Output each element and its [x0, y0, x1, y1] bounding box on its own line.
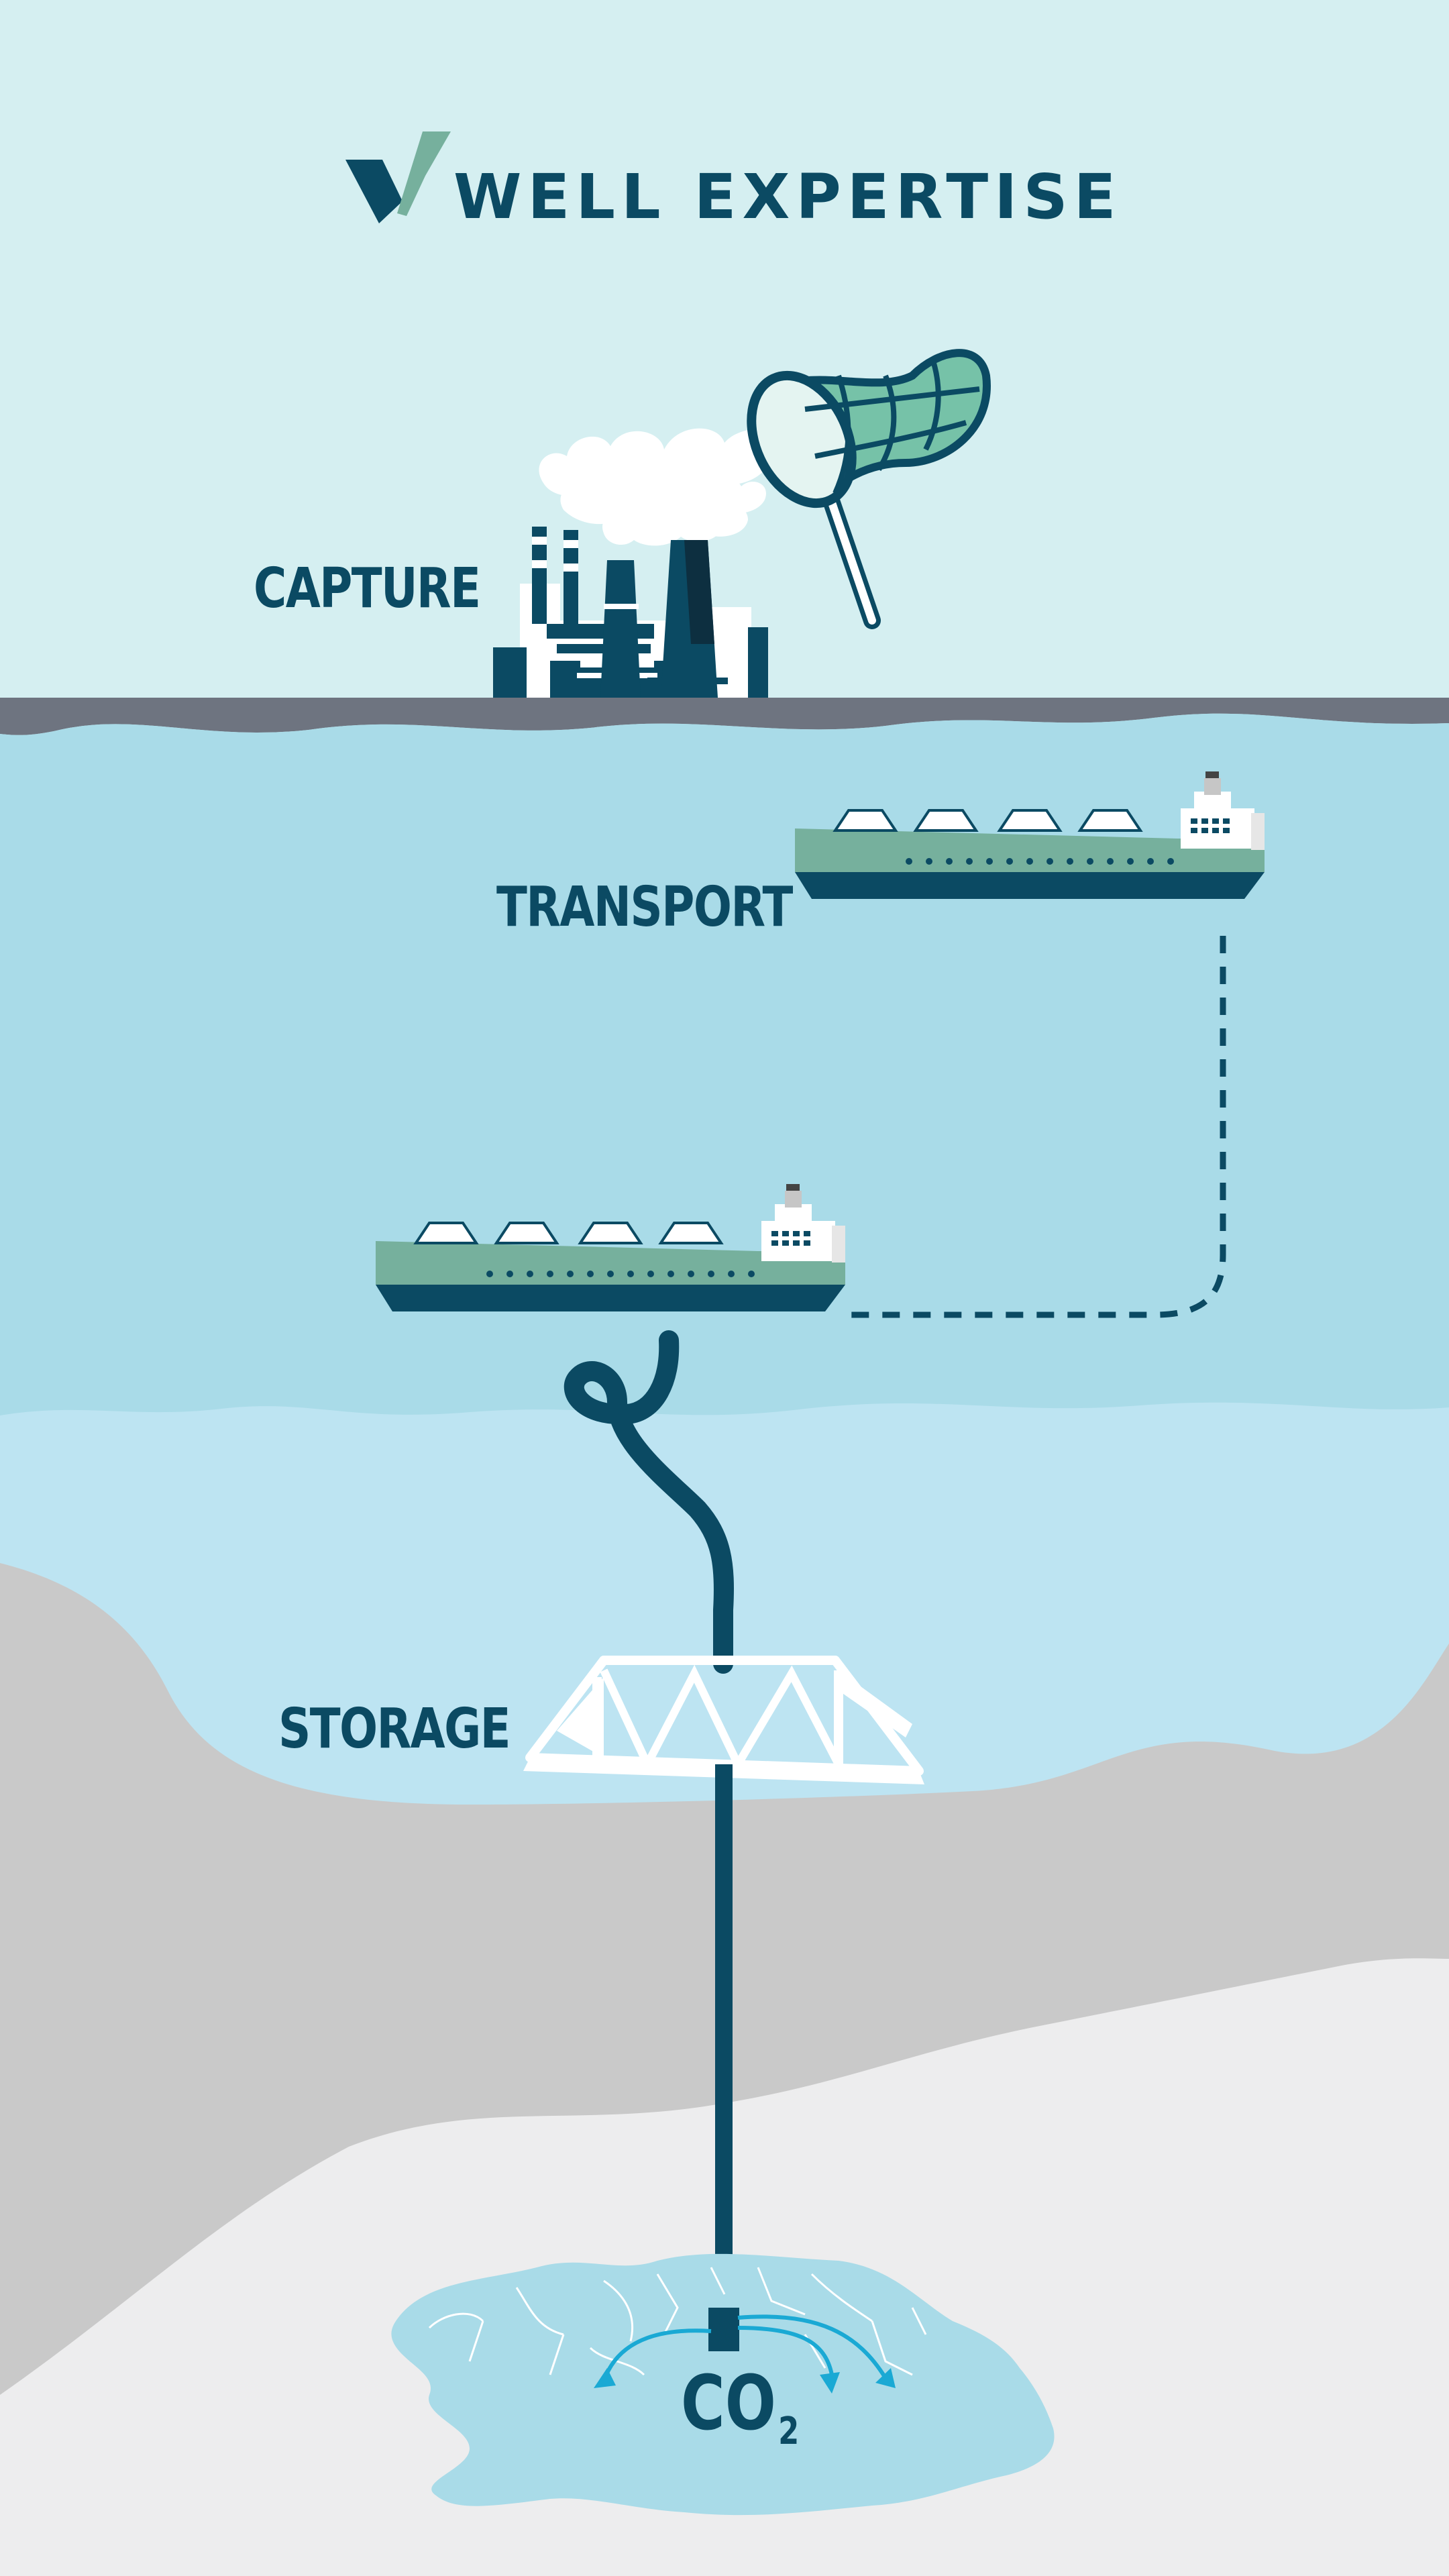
pipeline-icon — [564, 1330, 735, 1674]
factory-icon — [493, 428, 821, 698]
co2-molecule: CO — [681, 2360, 776, 2447]
stage-label-capture: CAPTURE — [254, 557, 481, 621]
co2-reservoir-icon — [391, 2253, 1055, 2516]
logo-v-icon — [345, 131, 451, 223]
ground-strip — [0, 698, 1449, 735]
stage-label-storage: STORAGE — [278, 1697, 511, 1761]
co2-subscript: 2 — [778, 2410, 800, 2453]
ship-icon — [795, 771, 1265, 899]
brand-name: WELL EXPERTISE — [453, 161, 1122, 233]
transport-route — [842, 936, 1226, 1318]
capture-net-icon — [747, 349, 991, 629]
ship-icon — [376, 1184, 845, 1311]
stage-label-transport: TRANSPORT — [496, 875, 793, 939]
co2-label: CO2 — [681, 2360, 799, 2453]
well-pipe — [715, 1764, 733, 2308]
